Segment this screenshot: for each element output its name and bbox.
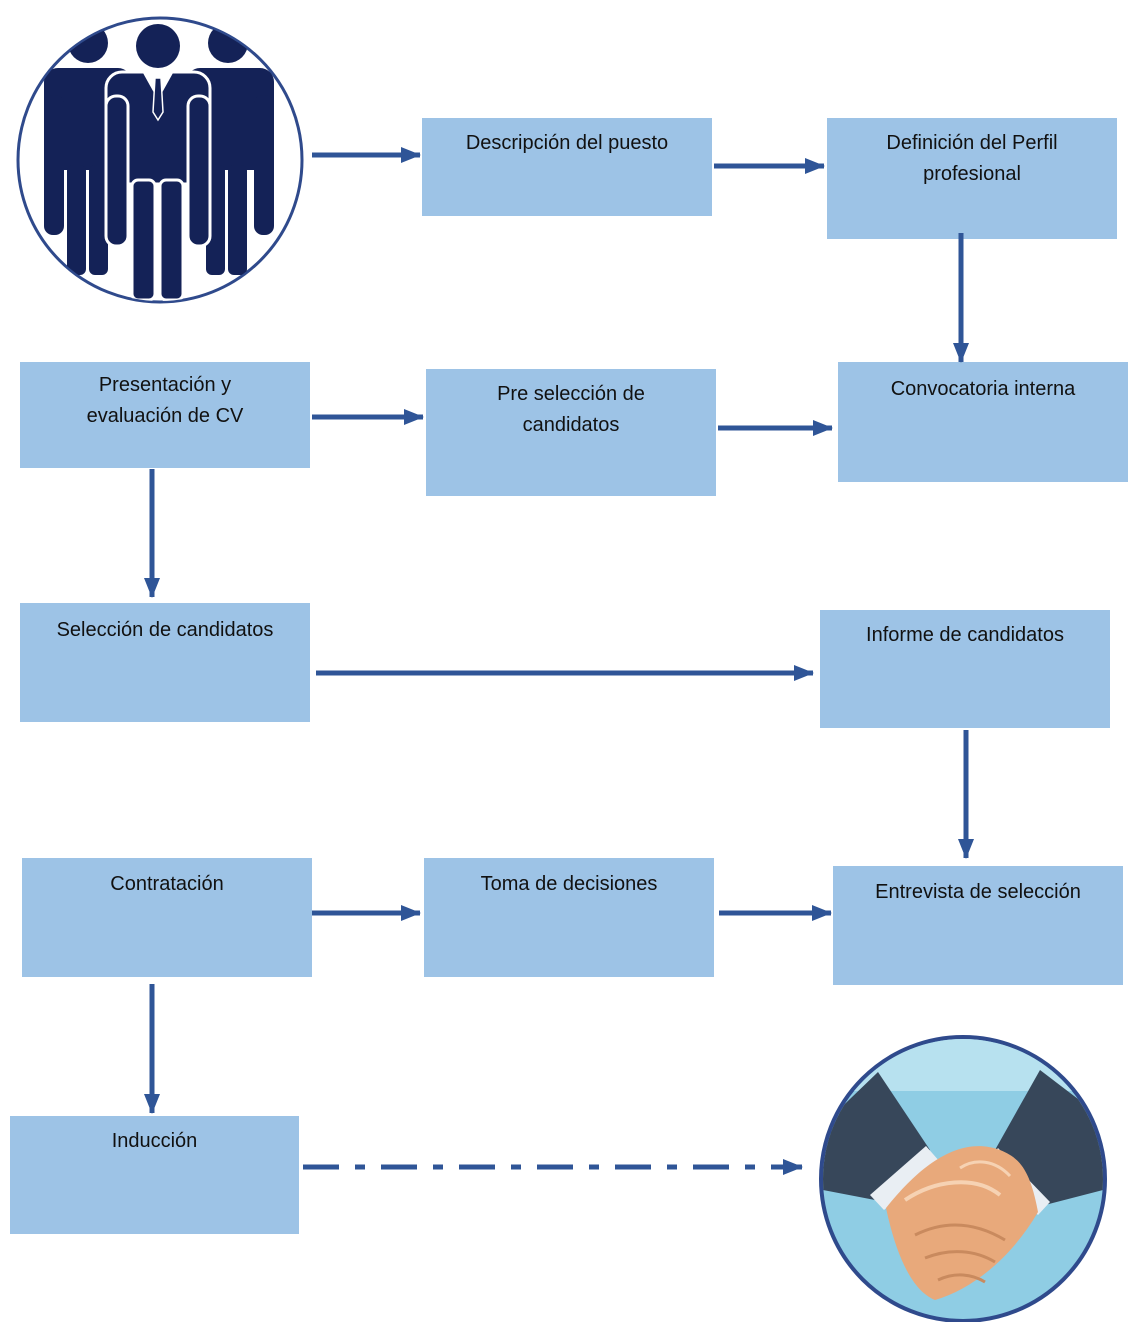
- step-convocatoria-interna: Convocatoria interna: [838, 362, 1128, 482]
- step-seleccion-candidatos: Selección de candidatos: [20, 603, 310, 722]
- step-informe-candidatos: Informe de candidatos: [820, 610, 1110, 728]
- step-label: Contratación: [110, 873, 224, 895]
- step-presentacion-evaluacion-cv: Presentación y evaluación de CV: [20, 362, 310, 468]
- step-label: Informe de candidatos: [866, 624, 1064, 646]
- step-label: Selección de candidatos: [56, 619, 274, 641]
- step-toma-decisiones: Toma de decisiones: [424, 858, 714, 977]
- step-label: Convocatoria interna: [890, 378, 1076, 400]
- step-label: Inducción: [111, 1130, 198, 1152]
- step-label: Descripción del puesto: [465, 132, 669, 154]
- step-label: Pre selección de candidatos: [497, 383, 645, 436]
- step-label: Toma de decisiones: [480, 873, 658, 895]
- step-label: Presentación y evaluación de CV: [86, 374, 244, 427]
- step-label: Entrevista de selección: [875, 881, 1081, 903]
- step-descripcion-del-puesto: Descripción del puesto: [422, 118, 712, 216]
- step-label: Definición del Perfil profesional: [886, 132, 1058, 185]
- step-pre-seleccion: Pre selección de candidatos: [426, 369, 716, 496]
- step-definicion-perfil: Definición del Perfil profesional: [827, 118, 1117, 239]
- step-entrevista-seleccion: Entrevista de selección: [833, 866, 1123, 985]
- step-induccion: Inducción: [10, 1116, 299, 1234]
- step-contratacion: Contratación: [22, 858, 312, 977]
